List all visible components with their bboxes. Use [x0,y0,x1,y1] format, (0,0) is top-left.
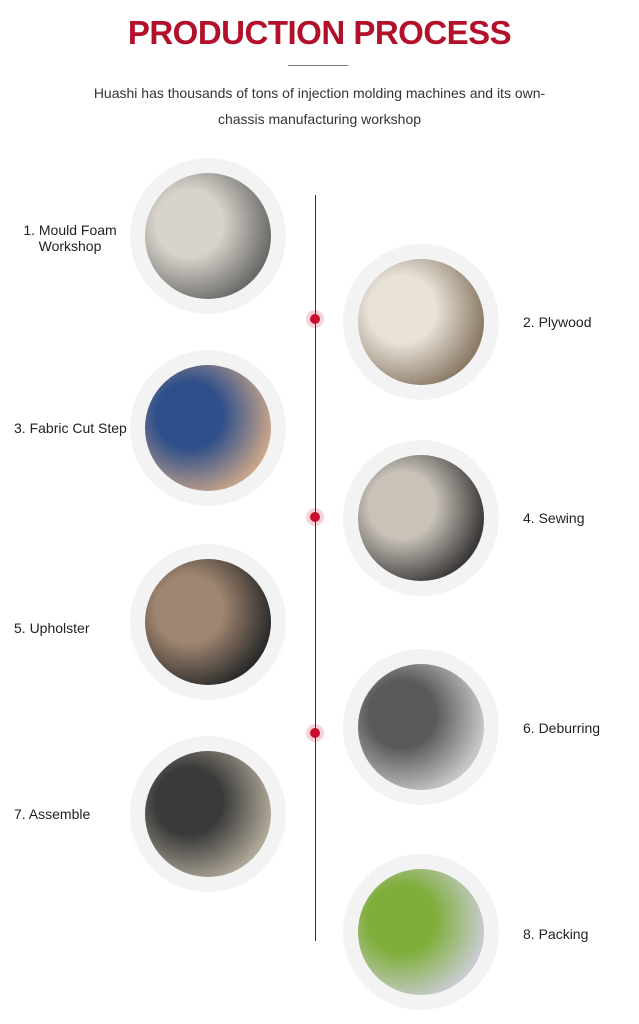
timeline-dot [310,314,320,324]
photo-image [145,173,271,299]
page-title: PRODUCTION PROCESS [127,14,512,51]
photo-image [358,455,484,581]
step-photo-fabric-cut [130,350,286,506]
timeline-dot [310,728,320,738]
photo-image [358,869,484,995]
step-label-packing: 8. Packing [523,926,589,942]
label-line: 1. Mould Foam [23,222,117,238]
subtitle-line-2: chassis manufacturing workshop [217,111,422,127]
photo-image [145,751,271,877]
timeline-dot [310,512,320,522]
step-photo-plywood [343,244,499,400]
step-label-plywood: 2. Plywood [523,314,592,330]
step-photo-assemble [130,736,286,892]
subtitle-line-1: Huashi has thousands of tons of injectio… [93,85,546,101]
step-photo-upholster [130,544,286,700]
step-photo-mould-foam [130,158,286,314]
photo-image [145,365,271,491]
step-photo-deburring [343,649,499,805]
timeline-line [315,195,316,941]
title-divider [288,65,348,66]
page-subtitle: Huashi has thousands of tons of injectio… [70,80,569,132]
photo-image [145,559,271,685]
step-photo-sewing [343,440,499,596]
step-label-sewing: 4. Sewing [523,510,585,526]
label-line: Workshop [38,238,102,254]
step-label-assemble: 7. Assemble [14,806,91,822]
step-label-upholster: 5. Upholster [14,620,90,636]
step-label-deburring: 6. Deburring [523,720,601,736]
photo-image [358,664,484,790]
step-photo-packing [343,854,499,1010]
photo-image [358,259,484,385]
step-label-fabric-cut: 3. Fabric Cut Step [14,420,127,436]
